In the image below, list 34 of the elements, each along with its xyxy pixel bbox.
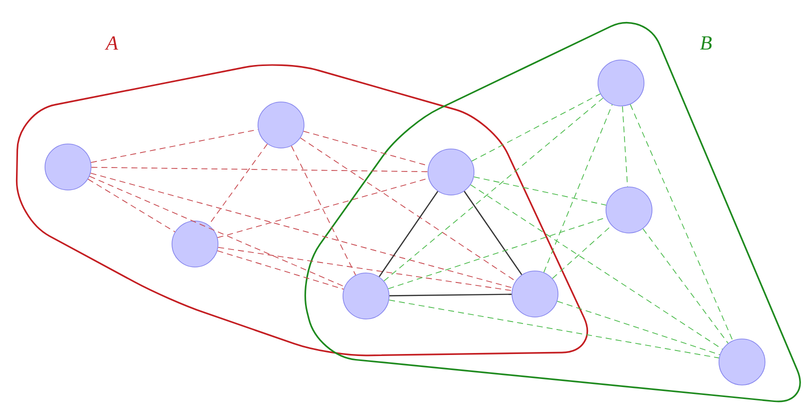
graph-edge — [300, 138, 516, 282]
graph-edge — [291, 146, 356, 276]
graph-edge — [630, 104, 734, 341]
graph-vertex — [44, 144, 92, 190]
graph-edge — [543, 104, 613, 273]
graph-edge — [552, 225, 612, 279]
graph-edge — [90, 172, 513, 288]
graph-edge — [88, 178, 176, 232]
graph-edge — [218, 247, 512, 291]
graph-edge — [89, 176, 345, 288]
graph-edge — [378, 190, 438, 278]
graph-edge — [474, 176, 607, 206]
graph-edge — [642, 228, 728, 344]
graph-edge — [389, 294, 512, 296]
node-label: A — [104, 36, 118, 50]
region-outline: B — [304, 22, 801, 402]
graph-edge — [384, 98, 604, 282]
graph-vertex — [342, 272, 390, 320]
graph-edge — [90, 129, 258, 163]
graph-edge — [388, 300, 720, 358]
graph-edge — [470, 184, 723, 350]
graph-vertex — [258, 102, 304, 148]
graph-vertex — [718, 338, 766, 386]
graph-vertex — [598, 60, 644, 106]
graph-edge — [471, 93, 601, 162]
graph-edge — [91, 166, 428, 172]
graph-edge — [217, 250, 344, 290]
graph-edge — [622, 106, 628, 188]
graph-vertex — [428, 148, 474, 196]
graph-vertex — [606, 186, 652, 234]
graph-vertex — [172, 220, 218, 268]
graph-edge — [464, 190, 522, 276]
graph-vertex — [512, 270, 558, 318]
graph-edge — [556, 300, 720, 356]
